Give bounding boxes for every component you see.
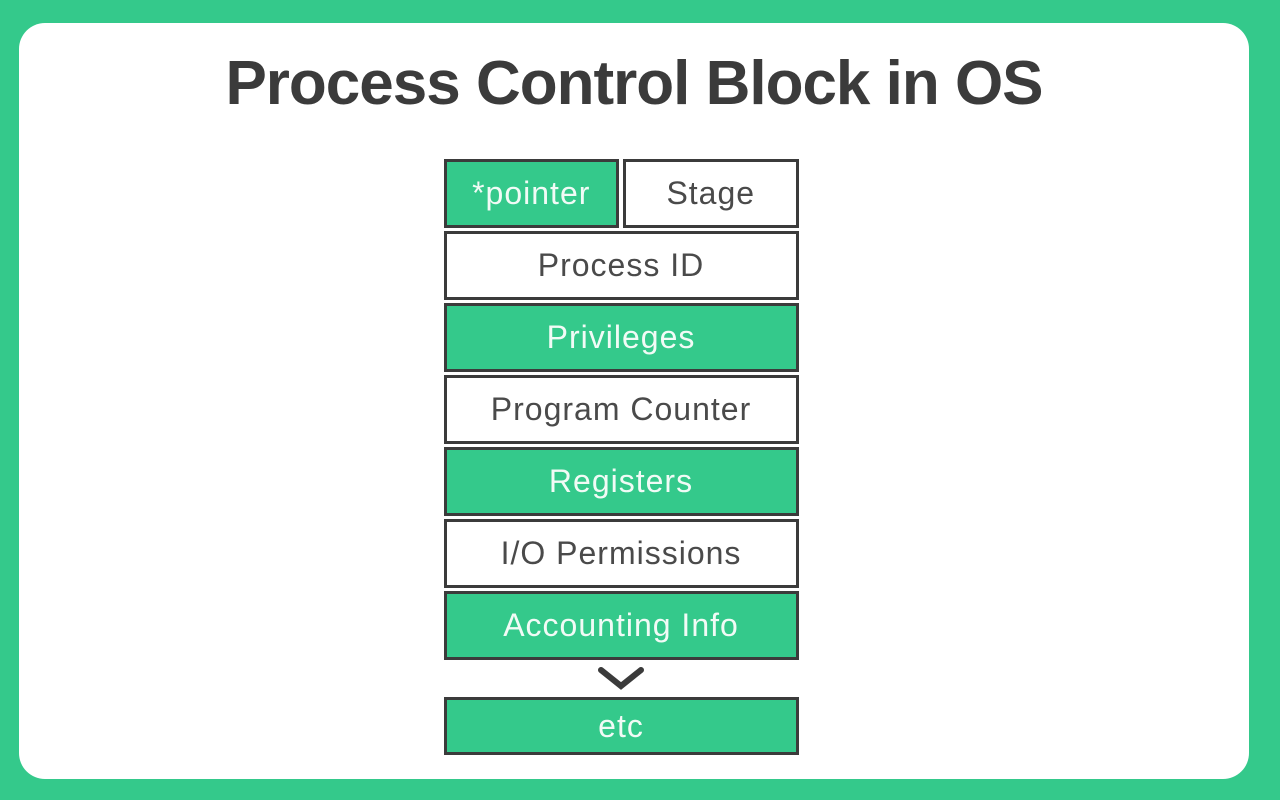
pcb-row-i-o-permissions: I/O Permissions <box>443 519 799 588</box>
chevron-down-icon <box>444 663 799 694</box>
pcb-row-registers: Registers <box>443 447 799 516</box>
pcb-row-privileges: Privileges <box>443 303 799 372</box>
pcb-row-process-id: Process ID <box>443 231 799 300</box>
pcb-cell-stage: Stage <box>623 159 799 228</box>
page-title: Process Control Block in OS <box>225 49 1043 118</box>
pcb-cell-pointer: *pointer <box>443 159 619 228</box>
pcb-row-accounting-info: Accounting Info <box>443 591 799 660</box>
card: Process Control Block in OS *pointer Sta… <box>19 23 1249 779</box>
pcb-header-row: *pointer Stage <box>443 159 799 228</box>
pcb-row-etc: etc <box>443 697 799 755</box>
pcb-row-program-counter: Program Counter <box>443 375 799 444</box>
